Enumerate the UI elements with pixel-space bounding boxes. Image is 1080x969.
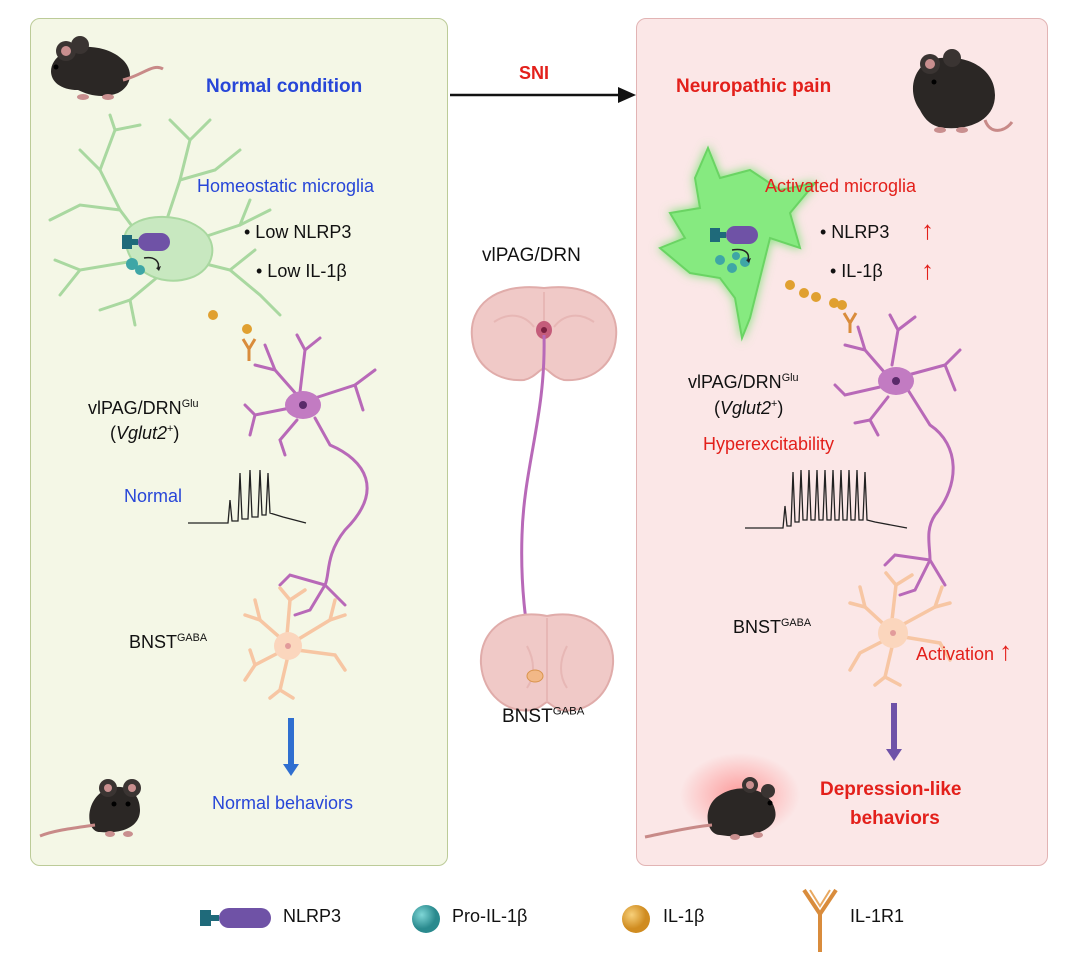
center-bnst-label: BNSTGABA (502, 705, 585, 727)
legend-pro-il1b-label: Pro-IL-1β (452, 906, 528, 926)
depression-label-2: behaviors (850, 808, 940, 829)
homeostatic-microglia (48, 113, 282, 327)
nlrp3-up-text: • NLRP3 (820, 222, 890, 242)
legend-il1r1-label: IL-1R1 (850, 906, 905, 926)
il1b-up-text: • IL-1β (830, 261, 883, 281)
normal-firing-label: Normal (124, 486, 183, 506)
vlpag-label-left: vlPAG/DRNGlu (88, 398, 199, 418)
hyperexcitability-label: Hyperexcitability (703, 434, 835, 454)
bnst-neuron-left (243, 586, 347, 700)
activation-label: Activation ↑ (916, 636, 1013, 666)
sni-arrow (450, 87, 636, 103)
nlrp3-icon (200, 908, 271, 928)
midbrain-section (470, 286, 618, 382)
bnst-neuron-right (848, 571, 952, 687)
bnst-label-left: BNSTGABA (129, 632, 208, 652)
mouse-icon (39, 779, 141, 838)
hyperexcitable-firing-trace (745, 469, 908, 529)
mouse-icon (912, 49, 1014, 133)
il1b-release-right (785, 280, 858, 333)
activated-microglia-label: Activated microglia (765, 176, 917, 196)
homeostatic-microglia-label: Homeostatic microglia (197, 176, 375, 196)
vglut2-label-right: (Vglut2+) (714, 398, 784, 418)
forebrain-section (479, 613, 615, 712)
legend-il1b-label: IL-1β (663, 906, 705, 926)
il1b-release-left (208, 310, 257, 361)
vlpag-neuron-right (833, 313, 962, 597)
bnst-label-right: BNSTGABA (733, 617, 812, 637)
depression-label-1: Depression-like (820, 779, 962, 800)
sni-label: SNI (519, 63, 550, 83)
down-arrow-left (283, 718, 299, 776)
activated-microglia (658, 145, 818, 342)
il1b-up-arrow: ↑ (921, 255, 934, 285)
il1b-icon (622, 905, 650, 933)
pro-il1b-icon (412, 905, 440, 933)
vglut2-label-left: (Vglut2+) (110, 423, 180, 443)
mouse-icon (644, 753, 800, 840)
normal-condition-panel (30, 18, 448, 866)
normal-firing-trace (188, 469, 307, 524)
low-il1b-text: • Low IL-1β (256, 261, 347, 281)
center-vlpag-label: vlPAG/DRN (482, 245, 581, 266)
mouse-icon (51, 36, 164, 100)
normal-title: Normal condition (206, 76, 363, 97)
normal-behaviors-label: Normal behaviors (212, 793, 354, 813)
vlpag-neuron-left (243, 333, 377, 617)
low-nlrp3-text: • Low NLRP3 (244, 222, 352, 242)
vlpag-label-right: vlPAG/DRNGlu (688, 372, 799, 392)
nlrp3-up-arrow: ↑ (921, 215, 934, 245)
down-arrow-right (886, 703, 902, 761)
il1r1-icon (802, 888, 838, 952)
pain-title: Neuropathic pain (676, 76, 832, 97)
legend-nlrp3-label: NLRP3 (283, 906, 342, 926)
